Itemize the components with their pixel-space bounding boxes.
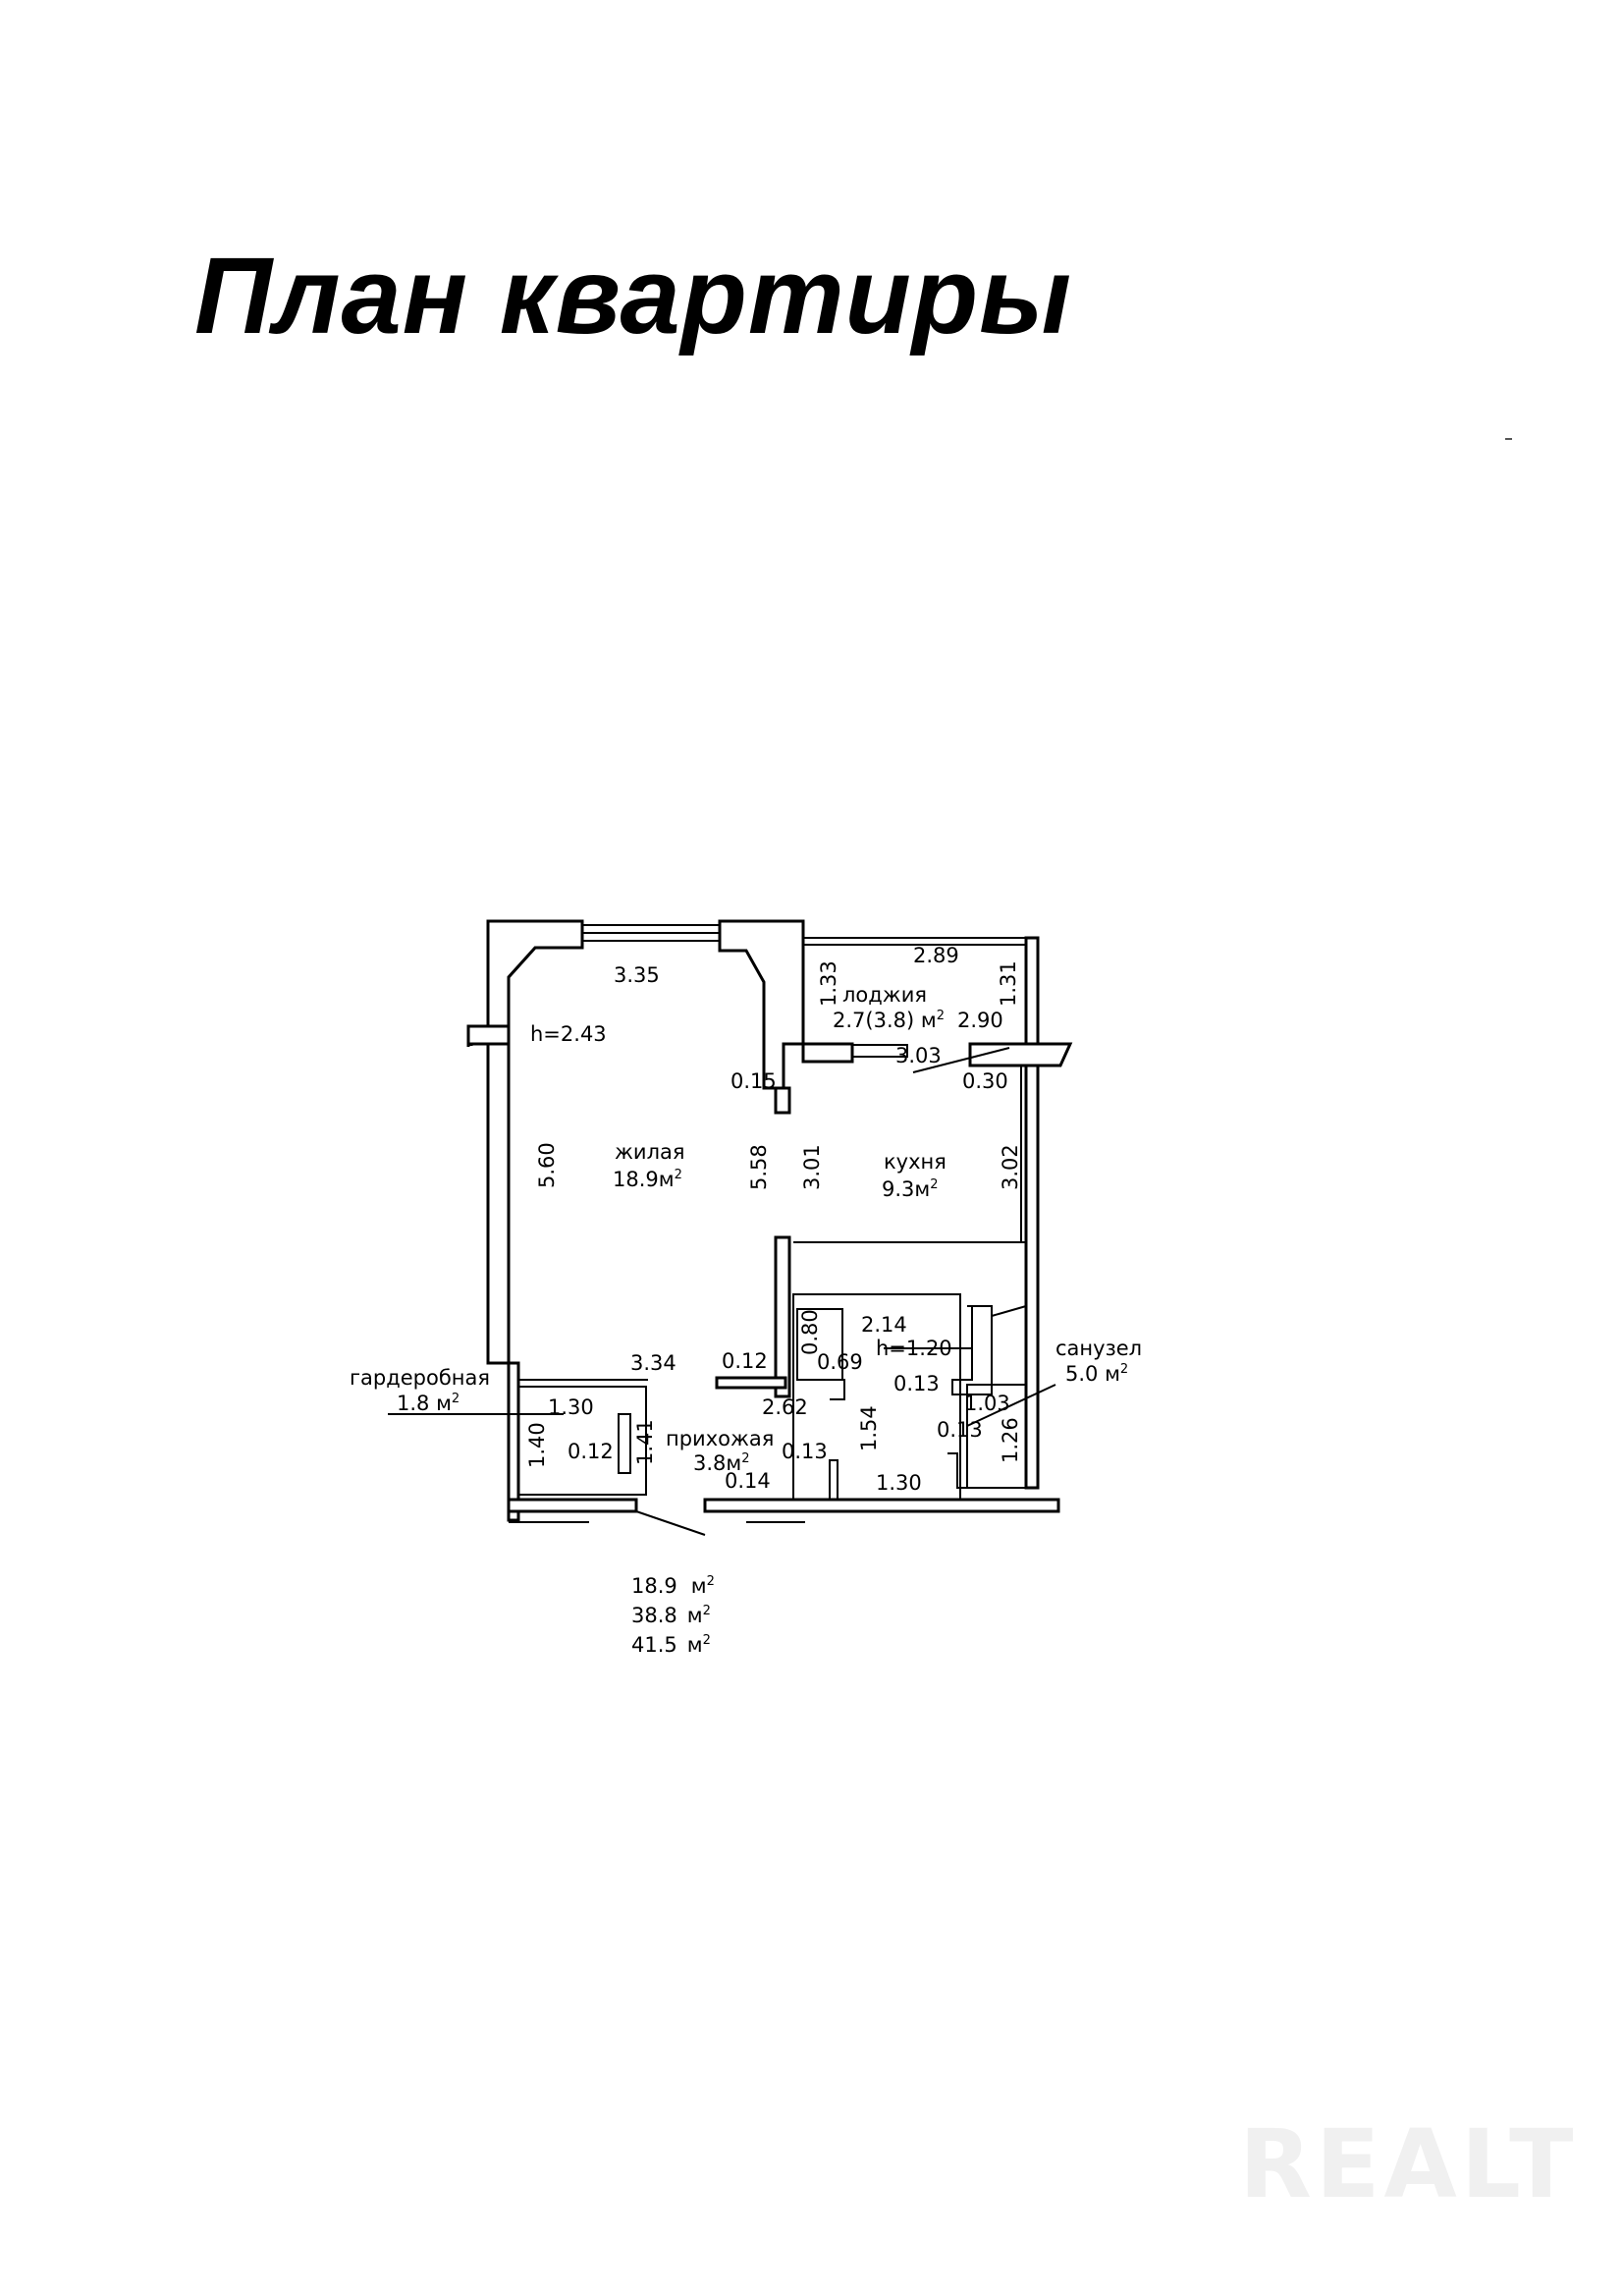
dim-1-31: 1.31 (997, 960, 1020, 1007)
hall-area: 3.8м2 (693, 1451, 750, 1475)
dim-0-13a: 0.13 (893, 1372, 940, 1395)
dim-2-90: 2.90 (957, 1009, 1003, 1032)
wardrobe-door-stub (618, 1413, 631, 1474)
dim-1-33: 1.33 (817, 960, 840, 1007)
wc-small-wall (829, 1459, 839, 1501)
dim-5-60: 5.60 (535, 1142, 559, 1188)
wardrobe-name: гардеробная (350, 1366, 490, 1390)
room-labels: h=2.43 жилая 18.9м2 кухня 9.3м2 лоджия 2… (350, 983, 1142, 1475)
dim-3-35: 3.35 (614, 963, 660, 987)
storage-niche (796, 1308, 843, 1381)
dim-3-03: 3.03 (895, 1044, 942, 1067)
loggia-door-stub (801, 1042, 854, 1064)
dimension-labels: 3.35 2.89 1.33 1.31 2.90 0.15 3.03 0.30 … (525, 944, 1022, 1495)
bath-step (947, 1452, 1026, 1489)
central-partition-upper (774, 1086, 791, 1115)
page-title: План квартиры (194, 236, 1072, 356)
kitchen-east-wall (1024, 1064, 1040, 1490)
dim-0-69: 0.69 (817, 1350, 863, 1374)
left-top-wall-block (486, 919, 584, 1028)
dim-1-54: 1.54 (857, 1405, 881, 1451)
dim-1-26: 1.26 (999, 1417, 1022, 1463)
dim-1-03: 1.03 (964, 1392, 1010, 1415)
dim-0-15: 0.15 (730, 1069, 777, 1093)
dim-1-41: 1.41 (633, 1419, 657, 1465)
wardrobe-area: 1.8 м2 (397, 1392, 460, 1415)
central-partition-lower (774, 1235, 791, 1398)
hall-name: прихожая (666, 1427, 774, 1450)
walls (388, 919, 1073, 1536)
dim-0-30: 0.30 (962, 1069, 1008, 1093)
bathroom-name: санузел (1055, 1337, 1142, 1360)
loggia-sill (851, 1044, 908, 1058)
kitchen-area: 9.3м2 (882, 1177, 939, 1201)
wardrobe-west-wall (507, 1361, 520, 1522)
dim-0-12a: 0.12 (722, 1349, 768, 1373)
bathroom-area: 5.0 м2 (1065, 1362, 1128, 1386)
dim-2-14: 2.14 (861, 1313, 907, 1337)
south-wall-right (703, 1498, 1060, 1513)
living-height: h=2.43 (530, 1022, 607, 1046)
dim-0-12b: 0.12 (568, 1440, 614, 1463)
scan-speck (1505, 438, 1512, 440)
bath-niche-height: h=1.20 (876, 1337, 952, 1360)
dim-1-40: 1.40 (525, 1422, 549, 1468)
loggia-area: 2.7(3.8) м2 (833, 1009, 945, 1032)
dim-0-13c: 0.13 (782, 1440, 828, 1463)
dim-3-02: 3.02 (999, 1144, 1022, 1190)
leader-loggia (912, 1047, 1010, 1073)
leader-bathroom (966, 1384, 1056, 1427)
dim-0-14: 0.14 (725, 1469, 771, 1493)
living-area: 18.9м2 (613, 1168, 682, 1191)
dim-0-80: 0.80 (798, 1309, 822, 1355)
kitchen-name: кухня (884, 1150, 947, 1174)
right-bay-block (718, 919, 805, 1090)
bath-niche (951, 1305, 993, 1395)
bath-diagonal (991, 1305, 1027, 1317)
loggia-east-post (1024, 936, 1040, 1058)
dim-0-13b: 0.13 (937, 1418, 983, 1442)
dim-3-01: 3.01 (800, 1144, 824, 1190)
living-name: жилая (615, 1140, 685, 1164)
dim-5-58: 5.58 (747, 1144, 771, 1190)
loggia-name: лоджия (842, 983, 927, 1007)
south-wall-left (507, 1498, 638, 1513)
left-ear-block (466, 1024, 511, 1046)
realt-watermark-logo: REALT (1239, 2109, 1578, 2219)
entry-arrow (635, 1510, 706, 1536)
wardrobe-box (517, 1386, 647, 1496)
dim-2-62: 2.62 (762, 1395, 808, 1419)
hall-door-hook (825, 1379, 845, 1400)
hall-partition-0-12 (715, 1376, 787, 1390)
living-west-wall (486, 1042, 511, 1365)
dim-2-89: 2.89 (913, 944, 959, 967)
dim-1-30b: 1.30 (876, 1471, 922, 1495)
dim-1-30a: 1.30 (548, 1395, 594, 1419)
dim-3-34: 3.34 (630, 1351, 676, 1375)
